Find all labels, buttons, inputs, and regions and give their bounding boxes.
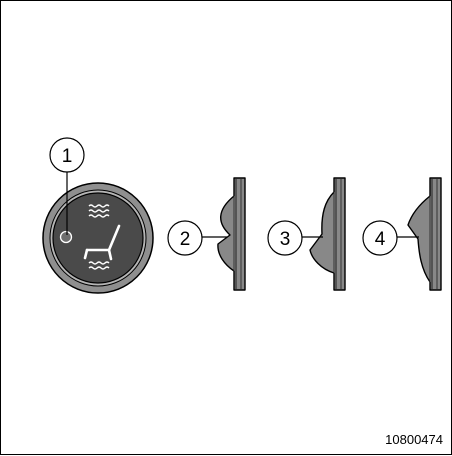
callout-2-label: 2 [180, 229, 191, 250]
switch-side-view-neutral [218, 178, 245, 290]
callout-1-label: 1 [62, 146, 73, 167]
seat-heater-button [43, 183, 153, 293]
callout-4-label: 4 [375, 229, 386, 250]
figure-code: 10800474 [385, 432, 443, 447]
callout-3-label: 3 [280, 229, 291, 250]
switch-side-view-pressed-down [408, 178, 441, 290]
switch-side-view-pressed-up [310, 178, 345, 290]
indicator-lamp [61, 232, 72, 243]
